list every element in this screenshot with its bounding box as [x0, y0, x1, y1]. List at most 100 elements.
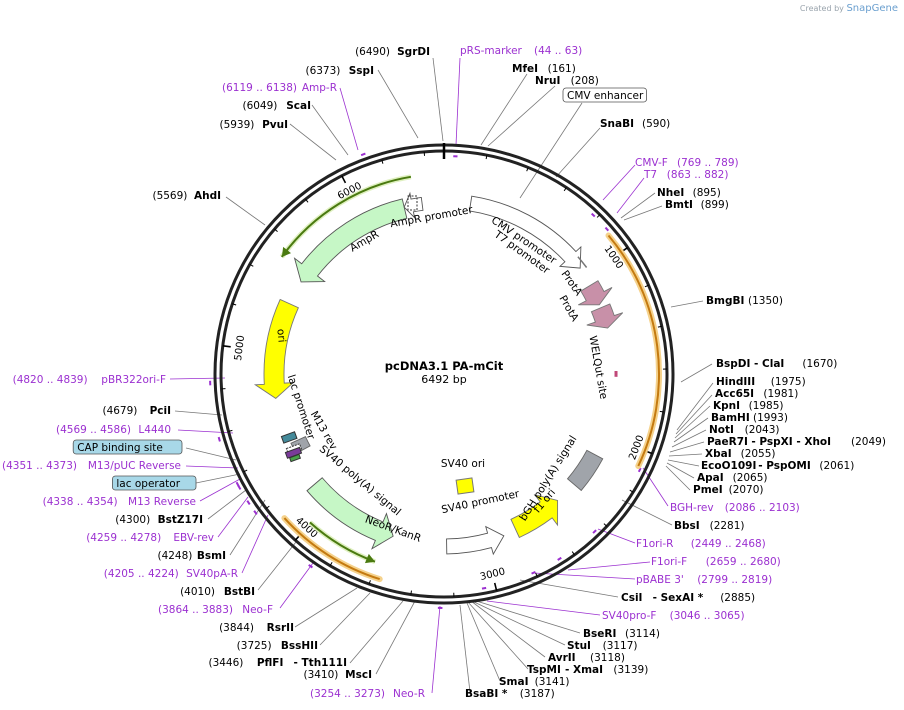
leader-line: [620, 192, 656, 219]
leader-line: [665, 465, 691, 491]
feature-label-lac-promoter: lac promoter: [285, 373, 317, 441]
site-label: CMV-F(769 .. 789): [635, 157, 739, 169]
primer-name: Neo-R: [393, 688, 425, 700]
ampr-olive-arrow: [280, 175, 412, 258]
enzyme-position: (2065): [733, 472, 768, 484]
site-labels: SgrDI(6490)pRS-marker(44 .. 63)MfeI(161)…: [2, 45, 886, 700]
minor-tick: [603, 523, 608, 527]
minor-tick: [368, 580, 371, 585]
primer-mark: [246, 500, 251, 505]
leader-line: [671, 429, 707, 448]
feature-label-welqut: WELQut site: [586, 335, 609, 400]
enzyme-position: (3446): [208, 657, 243, 669]
enzyme-position: (3139): [613, 664, 648, 676]
enzyme-name: ScaI: [286, 100, 311, 112]
site-label: StuI(3117): [567, 640, 638, 652]
enzyme-name: Acc65I: [715, 388, 754, 400]
primer-name: SV40pro-F: [602, 610, 656, 622]
leader-line: [217, 496, 249, 538]
site-label: pBR322ori-F(4820 .. 4839): [13, 374, 166, 386]
leader-line: [185, 447, 237, 461]
leader-line: [470, 600, 546, 658]
primer-range: (4205 .. 4224): [104, 568, 179, 580]
plasmid-size: 6492 bp: [421, 373, 466, 386]
tick-label: 5000: [233, 335, 247, 362]
cmv-promoter-arrow: [468, 195, 582, 269]
enzyme-position: (2043): [745, 424, 780, 436]
site-label: NheI (895): [657, 187, 721, 199]
leader-line: [666, 462, 695, 479]
enzyme-name: BstZ17I: [158, 514, 203, 526]
site-label: SmaI(3141): [499, 676, 570, 688]
enzyme-position: (208): [571, 75, 599, 87]
site-label: BGH-rev(2086 .. 2103): [670, 502, 800, 514]
enzyme-position: (1975): [771, 376, 806, 388]
enzyme-position: (5569): [152, 190, 187, 202]
enzyme-position: (590): [642, 118, 670, 130]
enzyme-name-extra: - SexAI *: [653, 592, 704, 604]
leader-line: [319, 592, 371, 646]
site-label: CMV enhancer: [562, 87, 647, 103]
site-label: BstZ17I(4300): [115, 514, 203, 526]
leader-line: [616, 177, 645, 214]
leader-line: [642, 467, 669, 507]
ampr-olive-arrow-head: [281, 246, 292, 257]
site-label: pRS-marker(44 .. 63): [460, 45, 582, 57]
primer-range: (4820 .. 4839): [13, 374, 88, 386]
enzyme-name: NheI: [657, 187, 684, 199]
minor-tick: [563, 187, 567, 192]
site-label: HindIII(1975): [716, 376, 806, 388]
primer-name: Neo-F: [242, 604, 273, 616]
enzyme-name: SspI: [349, 65, 374, 77]
site-label: BseRI(3114): [583, 628, 660, 640]
enzyme-position: (4679): [102, 405, 137, 417]
primer-name: pRS-marker: [460, 45, 523, 57]
primer-mark: [253, 510, 258, 516]
site-label: XbaI(2055): [705, 448, 776, 460]
enzyme-name: BbsI: [674, 520, 700, 532]
primer-name: SV40pA-R: [186, 568, 238, 580]
primer-mark: [481, 586, 487, 590]
leader-line: [349, 600, 404, 664]
minor-tick: [659, 410, 664, 413]
minor-tick: [629, 489, 634, 493]
tick-label: 3000: [479, 566, 506, 583]
primer-range: (3254 .. 3273): [310, 688, 385, 700]
primer-name: L4440: [138, 424, 171, 436]
enzyme-position: (3844): [219, 622, 254, 634]
leader-line: [225, 196, 266, 226]
enzyme-name-extra: - ClaI: [754, 358, 784, 370]
plasmid-name: pcDNA3.1 PA-mCit: [385, 359, 504, 373]
feature-label-prota-2: ProtA: [556, 293, 581, 324]
enzyme-name: PaeR7I: [707, 436, 748, 448]
prota-arrow-1: [578, 280, 613, 306]
enzyme-position: (2061): [819, 460, 854, 472]
leader-line: [257, 541, 297, 591]
enzyme-position: (895): [693, 187, 721, 199]
leader-line: [466, 602, 501, 682]
primer-name: M13 Reverse: [128, 496, 196, 508]
leader-line: [455, 57, 461, 146]
primer-mark: [557, 556, 562, 561]
primer-range: (3046 .. 3065): [670, 610, 745, 622]
primer-range: (4351 .. 4373): [2, 460, 77, 472]
site-label: Neo-F(3864 .. 3883): [158, 604, 273, 616]
boxed-feature-label-bg: [72, 439, 183, 455]
leader-line: [567, 561, 651, 571]
leader-line: [467, 601, 529, 670]
boxed-feature-label: CMV enhancer: [567, 90, 644, 102]
minor-tick: [249, 263, 254, 267]
leader-line: [533, 572, 636, 580]
enzyme-position: (2885): [720, 592, 755, 604]
enzyme-position: (3187): [520, 688, 555, 700]
leader-line: [289, 123, 337, 161]
leader-line: [472, 599, 581, 634]
enzyme-name-extra: - Tth111I: [294, 657, 348, 669]
enzyme-position: (899): [701, 199, 729, 211]
sv40-ori-box: [455, 477, 475, 495]
primer-mark: [604, 226, 610, 232]
minor-tick: [410, 590, 412, 595]
leader-line: [375, 600, 416, 675]
